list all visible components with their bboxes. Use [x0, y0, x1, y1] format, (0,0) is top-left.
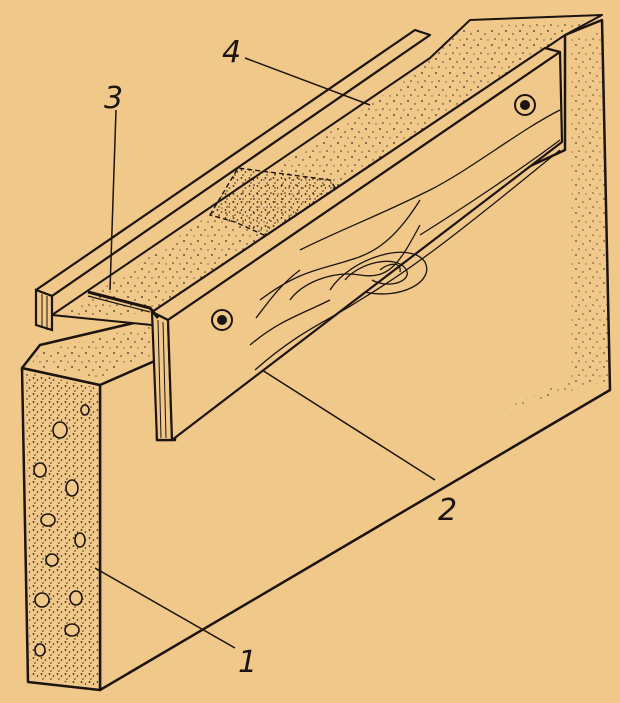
leader-line-3 — [109, 109, 117, 291]
wood-grain — [249, 109, 561, 371]
rear-board-inner-line — [51, 34, 431, 297]
callout-4: 4 — [222, 35, 241, 70]
callout-2: 2 — [438, 493, 457, 528]
wire-tie — [87, 290, 160, 319]
concrete-fill-patch — [208, 167, 341, 241]
callout-1: 1 — [238, 645, 257, 680]
leader-line-2 — [261, 369, 436, 481]
bolt-front — [211, 309, 233, 331]
callout-3: 3 — [104, 81, 123, 116]
front-board-face — [166, 50, 564, 442]
foundation-side-stipple — [500, 30, 610, 410]
concrete-fill-stipple — [60, 20, 590, 318]
leader-line-4 — [244, 57, 371, 106]
foundation-front-stipple — [26, 372, 98, 686]
foundation-top-stipple — [30, 325, 152, 378]
leader-line-1 — [94, 567, 236, 649]
aggregate-pebbles — [33, 404, 90, 657]
bolt-rear — [514, 94, 536, 116]
rear-board-face — [34, 288, 54, 332]
